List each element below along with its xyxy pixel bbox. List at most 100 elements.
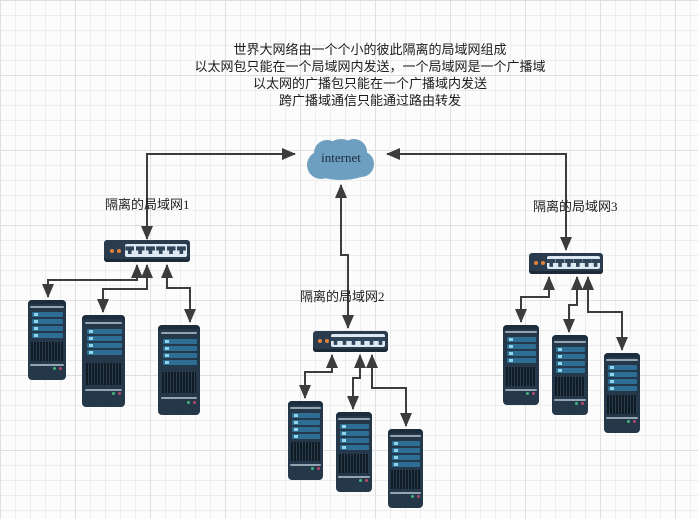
server-status-leds — [627, 420, 637, 424]
edge-switch2-server1 — [299, 354, 338, 399]
edge-switch1-cloud — [141, 148, 296, 240]
drive-bay-icon — [506, 358, 537, 363]
server-bottom-trim — [160, 397, 198, 399]
ethernet-port-icon — [135, 246, 145, 255]
drive-bay-icon — [391, 454, 421, 460]
server-vent-grille — [391, 470, 420, 490]
lan1-server-1 — [28, 300, 66, 380]
drive-led-icon — [88, 343, 93, 347]
lan1-switch — [104, 240, 190, 262]
edge-cloud-switch2 — [335, 184, 354, 329]
edge-switch1-server1 — [42, 264, 143, 298]
server-bottom-trim — [338, 476, 370, 478]
drive-bay-icon — [607, 379, 638, 384]
drive-led-icon — [557, 362, 562, 365]
drive-bay-icon — [86, 335, 122, 341]
drive-led-icon — [609, 373, 614, 376]
drive-bay-icon — [162, 345, 197, 351]
drive-bay-icon — [555, 354, 586, 359]
server-top-trim — [160, 332, 198, 335]
switch-led-icon — [318, 339, 323, 344]
server-vent-grille — [339, 453, 369, 473]
server-bottom-trim — [290, 464, 321, 467]
power-led-icon — [111, 392, 115, 396]
ethernet-port-icon — [125, 246, 135, 255]
status-led-icon — [532, 392, 536, 396]
switch-port-panel — [331, 334, 385, 348]
server-top-trim — [30, 306, 64, 309]
description-line-3: 以太网的广播包只能在一个广播域内发送 — [252, 76, 487, 91]
server-status-leds — [53, 367, 63, 371]
drive-bay-icon — [32, 326, 63, 331]
drive-bay-icon — [339, 431, 370, 436]
ethernet-port-icon — [349, 336, 358, 345]
drive-led-icon — [293, 420, 298, 424]
drive-bay-icon — [391, 440, 421, 446]
ethernet-port-icon — [166, 246, 176, 255]
drive-bay-icon — [86, 342, 122, 348]
power-led-icon — [410, 495, 414, 499]
ethernet-port-icon — [591, 258, 600, 267]
ethernet-port-icon — [573, 258, 583, 267]
drive-led-icon — [609, 366, 614, 369]
ethernet-port-icon — [555, 258, 565, 267]
ethernet-port-icon — [331, 336, 340, 345]
server-drive-bays — [555, 347, 586, 373]
drive-bay-icon — [32, 319, 63, 324]
lan2-switch — [313, 331, 388, 352]
ethernet-port-icon — [546, 258, 556, 267]
drive-bay-icon — [162, 352, 197, 358]
server-top-trim — [606, 359, 638, 362]
lan3-server-1 — [503, 325, 539, 405]
power-led-icon — [186, 400, 190, 404]
drive-led-icon — [341, 439, 346, 442]
drive-led-icon — [341, 446, 346, 449]
switch-indicator-dots — [534, 261, 546, 266]
server-drive-bays — [391, 440, 421, 467]
drive-bay-icon — [555, 347, 586, 352]
edge-switch3-server2 — [563, 276, 583, 333]
drive-led-icon — [393, 448, 398, 452]
drive-led-icon — [164, 353, 169, 357]
status-led-icon — [365, 479, 369, 483]
drive-bay-icon — [291, 426, 321, 432]
drive-led-icon — [609, 380, 614, 383]
server-drive-bays — [291, 412, 321, 439]
drive-bay-icon — [291, 433, 321, 439]
drive-led-icon — [34, 320, 39, 323]
drive-bay-icon — [555, 361, 586, 366]
server-vent-grille — [506, 366, 536, 386]
drive-bay-icon — [162, 359, 197, 365]
drive-led-icon — [508, 338, 513, 341]
server-vent-grille — [161, 371, 197, 394]
drive-bay-icon — [32, 312, 63, 317]
ethernet-port-icon — [367, 336, 376, 345]
status-led-icon — [633, 420, 637, 424]
drive-bay-icon — [391, 447, 421, 453]
drive-led-icon — [293, 434, 298, 438]
lan2-server-3 — [388, 429, 423, 508]
internet-cloud-label: internet — [321, 150, 361, 165]
server-status-leds — [310, 467, 320, 471]
status-led-icon — [192, 400, 196, 404]
lan3-switch — [529, 253, 603, 274]
power-led-icon — [310, 467, 314, 471]
server-status-leds — [111, 392, 121, 396]
edge-switch3-server1 — [515, 276, 555, 323]
description-line-4: 跨广播域通信只能通过路由转发 — [278, 93, 461, 108]
server-status-leds — [186, 400, 196, 404]
lan-label-2: 隔离的局域网2 — [300, 289, 385, 304]
server-drive-bays — [607, 365, 638, 391]
drive-bay-icon — [32, 333, 63, 338]
power-led-icon — [53, 367, 57, 371]
edge-switch3-server3 — [582, 276, 628, 351]
ethernet-port-icon — [582, 258, 592, 267]
server-bottom-trim — [606, 417, 638, 419]
server-drive-bays — [339, 424, 370, 450]
server-vent-grille — [85, 362, 122, 385]
switch-led-icon — [117, 248, 122, 253]
lan3-server-2 — [552, 335, 588, 415]
ethernet-port-icon — [145, 246, 155, 255]
server-status-leds — [410, 495, 420, 499]
